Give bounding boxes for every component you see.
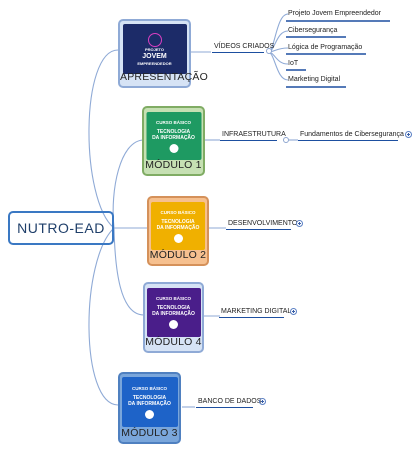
expand-plus-icon[interactable] bbox=[296, 220, 303, 227]
subtopic-iot[interactable]: IoT bbox=[288, 60, 299, 67]
modulo4-thumbnail: CURSO BÁSICO TECNOLOGIA DA INFORMAÇÃO bbox=[146, 288, 201, 337]
root-label: NUTRO-EAD bbox=[17, 220, 105, 236]
modulo4-label: MÓDULO 4 bbox=[145, 336, 202, 348]
topic-infraestrutura[interactable]: INFRAESTRUTURA bbox=[220, 131, 286, 141]
expand-plus-icon[interactable] bbox=[405, 131, 412, 138]
node-modulo4[interactable]: CURSO BÁSICO TECNOLOGIA DA INFORMAÇÃO MÓ… bbox=[143, 282, 204, 353]
modulo3-label: MÓDULO 3 bbox=[121, 427, 178, 439]
modulo1-thumbnail: CURSO BÁSICO TECNOLOGIA DA INFORMAÇÃO bbox=[146, 112, 201, 160]
node-modulo1[interactable]: CURSO BÁSICO TECNOLOGIA DA INFORMAÇÃO MÓ… bbox=[142, 106, 205, 176]
logo-icon bbox=[169, 320, 178, 329]
logo-icon bbox=[173, 233, 183, 243]
logo-icon bbox=[145, 409, 154, 419]
logo-icon bbox=[169, 143, 178, 153]
topic-videos-criados[interactable]: VÍDEOS CRIADOS bbox=[212, 43, 274, 53]
topic-banco-de-dados[interactable]: BANCO DE DADOS bbox=[196, 398, 261, 408]
apresentacao-thumbnail: PROJETO JOVEM EMPREENDEDOR bbox=[122, 24, 187, 74]
node-modulo3[interactable]: CURSO BÁSICO TECNOLOGIA DA INFORMAÇÃO MÓ… bbox=[118, 372, 181, 444]
modulo3-thumbnail: CURSO BÁSICO TECNOLOGIA DA INFORMAÇÃO bbox=[121, 377, 178, 427]
subtopic-marketing[interactable]: Marketing Digital bbox=[288, 76, 341, 83]
topic-desenvolvimento[interactable]: DESENVOLVIMENTO bbox=[226, 220, 297, 230]
modulo2-thumbnail: CURSO BÁSICO TECNOLOGIA DA INFORMAÇÃO bbox=[151, 202, 205, 250]
expand-plus-icon[interactable] bbox=[290, 308, 297, 315]
expand-plus-icon[interactable] bbox=[259, 398, 266, 405]
subtopic-ciberseguranca[interactable]: Cibersegurança bbox=[288, 27, 338, 34]
node-modulo2[interactable]: CURSO BÁSICO TECNOLOGIA DA INFORMAÇÃO MÓ… bbox=[147, 196, 209, 266]
collapse-dot[interactable] bbox=[266, 48, 272, 54]
branch-modulo4 bbox=[113, 227, 145, 316]
collapse-dot[interactable] bbox=[283, 137, 289, 143]
node-apresentacao[interactable]: PROJETO JOVEM EMPREENDEDOR APRESENTAÇÃO bbox=[118, 19, 208, 88]
root-node[interactable]: NUTRO-EAD bbox=[8, 211, 114, 245]
logo-icon bbox=[147, 33, 162, 47]
branch-modulo3 bbox=[88, 227, 119, 406]
branch-modulo1 bbox=[112, 139, 145, 229]
modulo2-label: MÓDULO 2 bbox=[149, 249, 207, 261]
subtopic-logica[interactable]: Lógica de Programação bbox=[288, 44, 363, 51]
apresentacao-label: APRESENTAÇÃO bbox=[120, 71, 208, 83]
modulo1-label: MÓDULO 1 bbox=[145, 159, 202, 171]
subtopic-fundamentos[interactable]: Fundamentos de Cibersegurança bbox=[298, 131, 404, 141]
subtopic-projeto-jovem[interactable]: Projeto Jovem Empreendedor bbox=[288, 10, 381, 17]
topic-marketing-digital[interactable]: MARKETING DIGITAL bbox=[219, 308, 291, 318]
